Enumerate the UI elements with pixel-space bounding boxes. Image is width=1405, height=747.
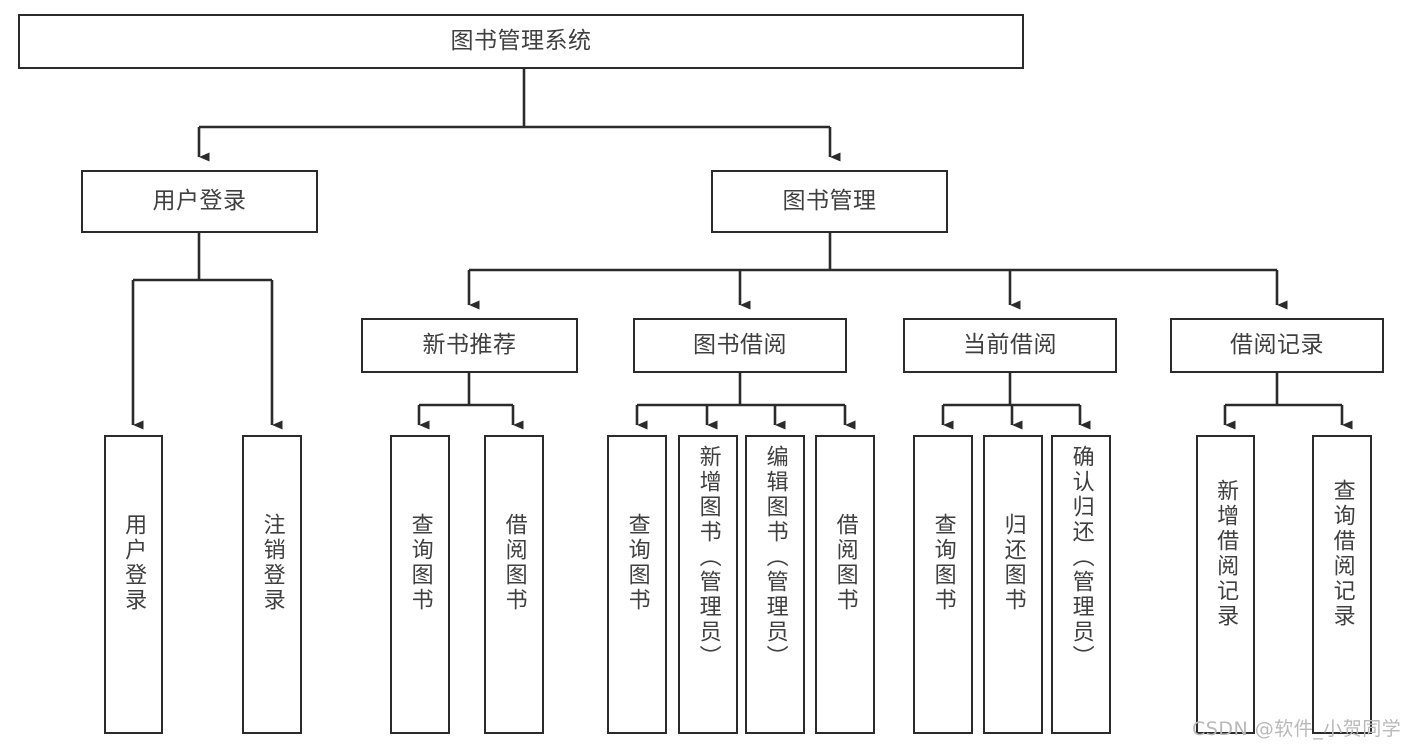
- leaf-confirm-return-label: 确认归还（管理员）: [1068, 445, 1094, 670]
- node-user-login-label: 用户登录: [152, 187, 247, 214]
- leaf-query-record-label: 查询借阅记录: [1329, 479, 1355, 629]
- leaf-logout-login[interactable]: 注销登录: [242, 435, 302, 734]
- leaf-query-book-1[interactable]: 查询图书: [390, 435, 450, 734]
- leaf-add-book-label: 新增图书（管理员）: [695, 445, 721, 670]
- node-book-management-label: 图书管理: [782, 187, 877, 214]
- leaf-add-record[interactable]: 新增借阅记录: [1196, 435, 1255, 734]
- leaf-return-book-label: 归还图书: [1000, 513, 1026, 613]
- leaf-add-book[interactable]: 新增图书（管理员）: [678, 435, 738, 734]
- node-borrow-record[interactable]: 借阅记录: [1170, 318, 1384, 373]
- node-borrow-record-label: 借阅记录: [1230, 331, 1324, 358]
- leaf-borrow-book-2-label: 借阅图书: [832, 513, 858, 613]
- leaf-edit-book[interactable]: 编辑图书（管理员）: [745, 435, 805, 734]
- leaf-user-login[interactable]: 用户登录: [104, 435, 163, 734]
- leaf-query-book-2[interactable]: 查询图书: [607, 435, 667, 734]
- node-book-management[interactable]: 图书管理: [711, 170, 948, 233]
- leaf-query-book-3-label: 查询图书: [930, 513, 956, 613]
- leaf-query-book-3[interactable]: 查询图书: [913, 435, 973, 734]
- watermark-text: CSDN @软件_小贺同学: [1192, 718, 1402, 740]
- leaf-user-login-label: 用户登录: [121, 513, 147, 613]
- leaf-query-book-2-label: 查询图书: [624, 513, 650, 613]
- node-root-label: 图书管理系统: [450, 27, 592, 54]
- node-root[interactable]: 图书管理系统: [18, 14, 1024, 69]
- leaf-borrow-book-1-label: 借阅图书: [501, 513, 527, 613]
- node-book-borrow-label: 图书借阅: [693, 331, 787, 358]
- node-current-borrow[interactable]: 当前借阅: [903, 318, 1117, 373]
- leaf-query-record[interactable]: 查询借阅记录: [1312, 435, 1372, 734]
- leaf-logout-login-label: 注销登录: [259, 513, 285, 613]
- leaf-query-book-1-label: 查询图书: [407, 513, 433, 613]
- node-new-book-recommend[interactable]: 新书推荐: [361, 318, 578, 373]
- leaf-add-record-label: 新增借阅记录: [1213, 479, 1239, 629]
- node-user-login[interactable]: 用户登录: [81, 170, 318, 233]
- leaf-edit-book-label: 编辑图书（管理员）: [762, 445, 788, 670]
- leaf-borrow-book-1[interactable]: 借阅图书: [484, 435, 544, 734]
- node-new-book-recommend-label: 新书推荐: [422, 331, 517, 358]
- node-book-borrow[interactable]: 图书借阅: [633, 318, 847, 373]
- node-current-borrow-label: 当前借阅: [963, 331, 1057, 358]
- leaf-confirm-return[interactable]: 确认归还（管理员）: [1051, 435, 1111, 734]
- leaf-borrow-book-2[interactable]: 借阅图书: [815, 435, 875, 734]
- leaf-return-book[interactable]: 归还图书: [983, 435, 1043, 734]
